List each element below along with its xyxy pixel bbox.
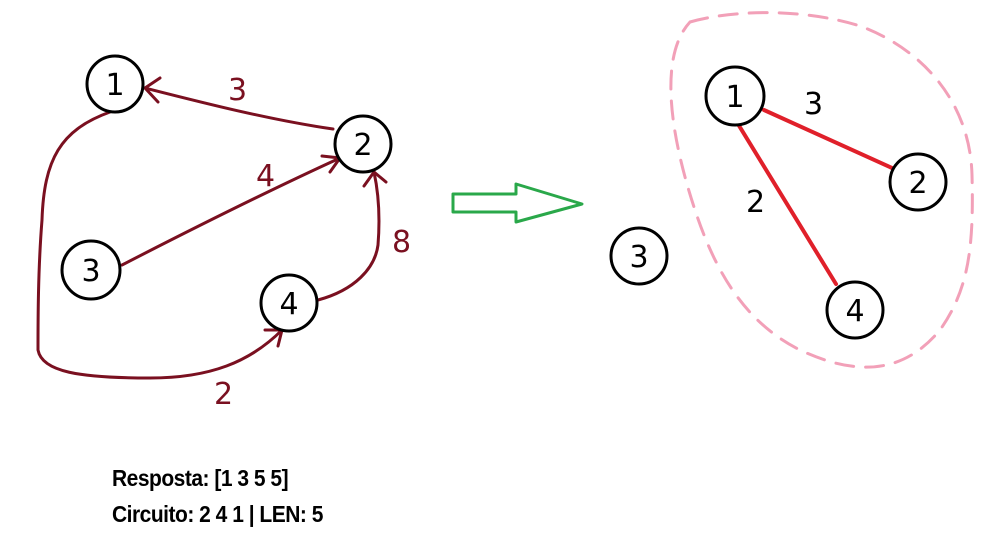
weight-edge-1-4: 2	[746, 185, 765, 220]
right-node-1: 1	[704, 65, 766, 127]
transition-arrow-icon	[451, 182, 584, 224]
right-node-4: 4	[825, 280, 885, 340]
node-label: 2	[353, 128, 372, 163]
left-node-2: 2	[333, 114, 393, 174]
edge-2-to-1	[143, 86, 335, 131]
node-label: 3	[629, 240, 648, 275]
circuit-text: Circuito: 2 4 1 | LEN: 5	[112, 502, 323, 528]
answer-text: Resposta: [1 3 5 5]	[112, 466, 289, 492]
left-node-4: 4	[259, 273, 319, 333]
right-node-2: 2	[888, 152, 948, 212]
arrowhead-edge-2-to-1	[143, 76, 162, 104]
edge-3-to-2	[120, 156, 342, 267]
node-label: 1	[725, 80, 744, 115]
right-node-3: 3	[609, 226, 669, 286]
edge-1-4	[736, 122, 838, 286]
weight-edge-3-to-2: 4	[256, 159, 275, 194]
node-label: 3	[81, 254, 100, 289]
left-node-3: 3	[60, 239, 122, 301]
weight-edge-2-to-1: 3	[228, 73, 247, 108]
node-label: 2	[908, 166, 927, 201]
weight-edge-1-to-4: 2	[214, 377, 233, 412]
weight-edge-4-to-2: 8	[392, 225, 411, 260]
arrowhead-edge-4-to-2	[362, 170, 388, 188]
node-label: 4	[845, 294, 864, 329]
edge-4-to-2	[316, 170, 381, 302]
right-graph: 3 2 1 2 3 4	[609, 11, 974, 369]
edge-1-2	[762, 108, 894, 170]
left-graph: 3 4 8 2 1 2 3 4	[36, 54, 411, 412]
left-node-1: 1	[85, 54, 145, 114]
edge-1-to-4	[36, 110, 284, 380]
node-label: 4	[279, 287, 298, 322]
weight-edge-1-2: 3	[804, 87, 823, 122]
node-label: 1	[105, 68, 124, 103]
